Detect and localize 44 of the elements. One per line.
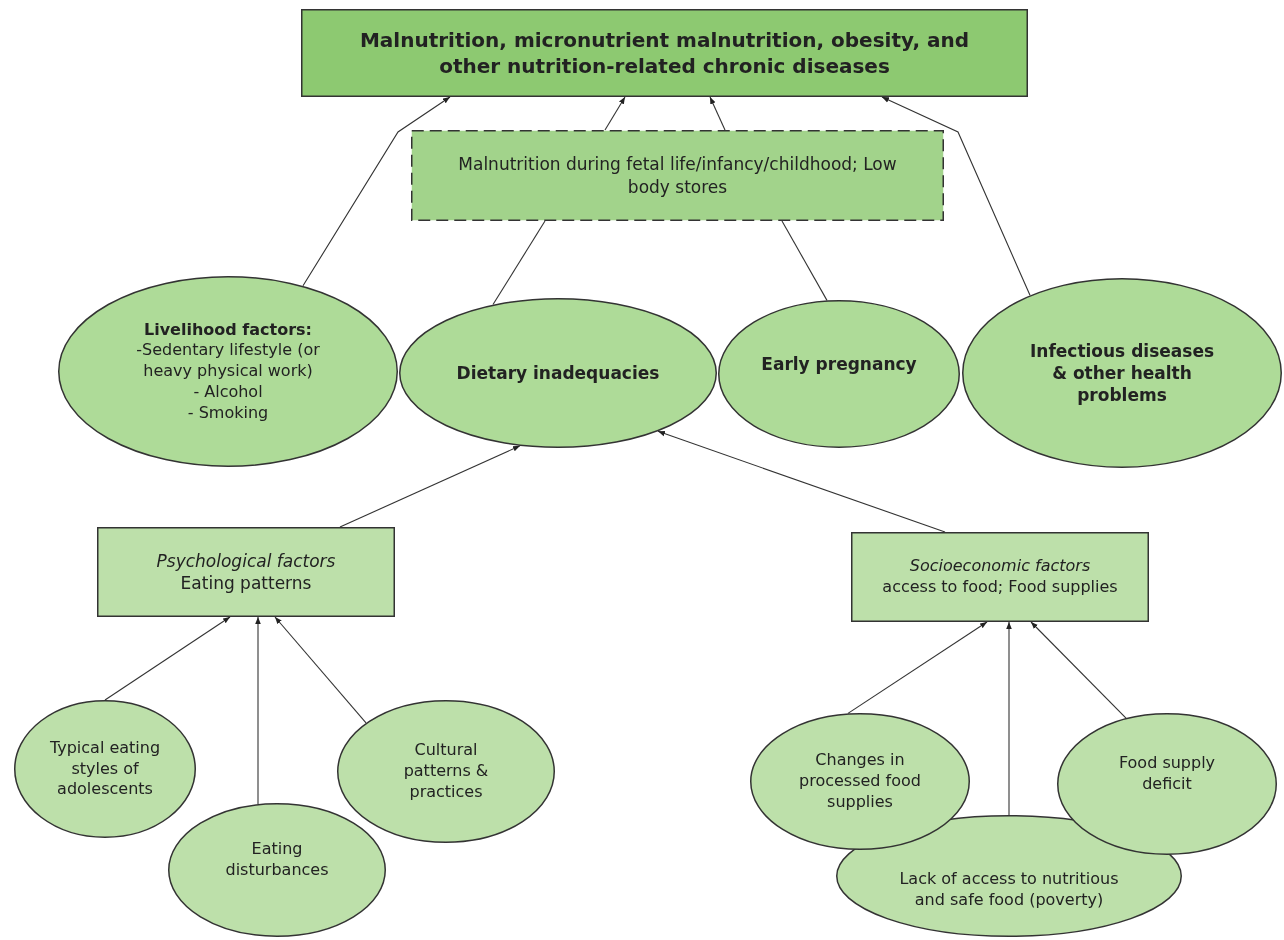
arrow [847,621,988,714]
node-text: Malnutrition during fetal life/infancy/childhood; Low body stores [457,153,898,198]
oval-node [399,298,717,448]
node-text: Infectious diseases & other health problems [1028,339,1216,407]
arrow [1006,621,1012,816]
arrow [255,616,261,805]
node-text: Early pregnancy [761,352,917,376]
arrow [104,616,231,701]
node-text: Lack of access to nutritious and safe food (poverty) [898,869,1120,911]
node-text: Typical eating styles of adolescents [48,737,162,801]
process-box [301,9,1028,97]
node-text: Cultural patterns & practices [402,740,490,803]
arrow [1030,621,1127,719]
arrow [339,445,521,528]
arrow [657,430,946,533]
node-text: Malnutrition, micronutrient malnutrition, obesity, and other nutrition-related chronic diseases [358,27,971,79]
dashed-box [411,130,944,221]
oval-node [962,278,1282,468]
node-text: Eating patterns [180,572,312,595]
oval-node [58,276,398,467]
node-text: Eating disturbances [224,839,330,881]
oval-node [750,713,970,850]
arrow [881,96,1031,296]
node-text: Food supply deficit [1117,753,1217,795]
oval-node [168,803,386,937]
process-box [97,527,395,617]
oval-node [718,300,960,448]
arrow [604,96,626,131]
arrow [709,96,726,131]
node-text: Dietary inadequacies [456,361,660,385]
node-text: access to food; Food supplies [882,577,1118,598]
node-text: - Alcohol [193,381,263,403]
node-heading: Psychological factors [156,549,336,572]
oval-node [14,700,196,838]
node-heading: Livelihood factors: [144,319,312,341]
node-heading: Socioeconomic factors [909,556,1091,577]
node-text: Changes in processed food supplies [798,750,922,813]
oval-node [1057,713,1277,855]
node-text: - Smoking [187,402,269,424]
arrow [274,616,367,724]
process-box [851,532,1149,622]
node-text: -Sedentary lifestyle (or heavy physical work) [135,340,321,382]
oval-node [337,700,555,843]
arrow [302,96,451,287]
